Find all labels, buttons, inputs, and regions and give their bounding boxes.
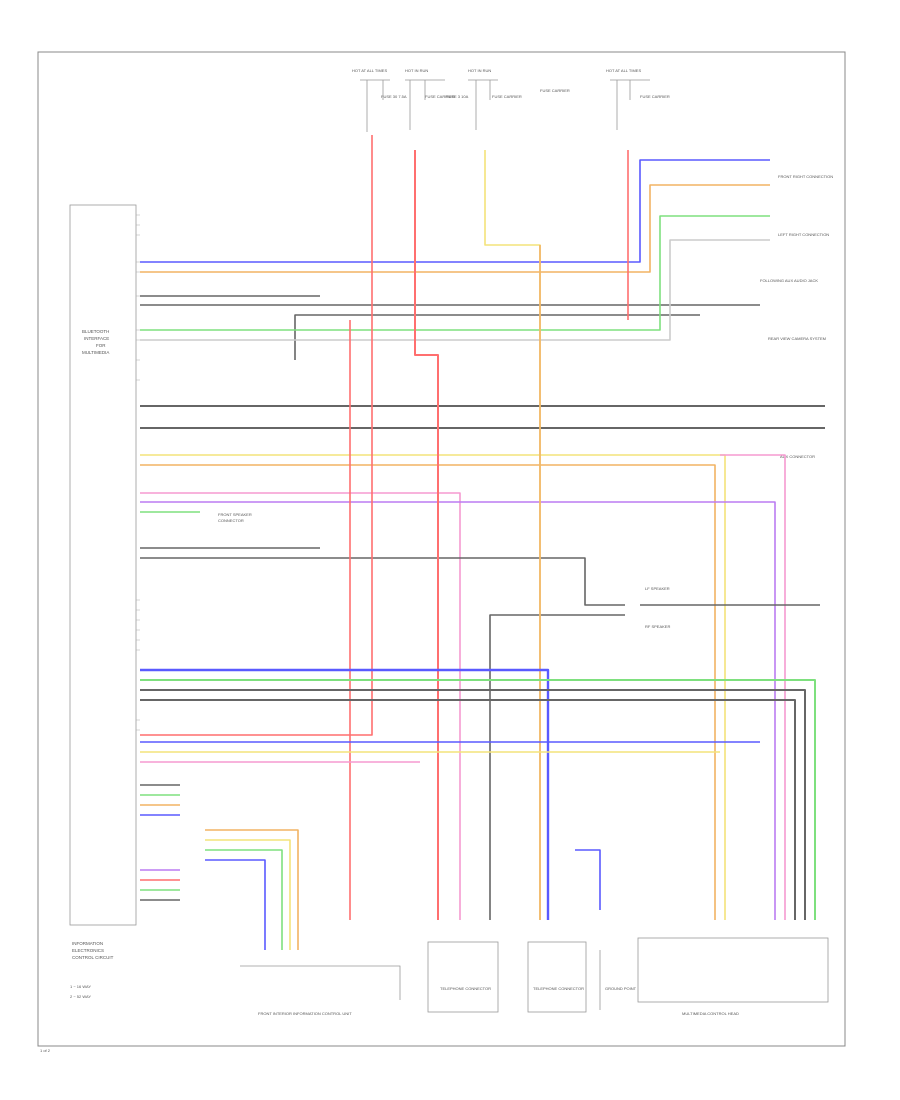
fuse-note-6: FUSE CARRIER	[640, 94, 670, 99]
bottom-label-4: GROUND POINT	[605, 986, 637, 991]
pin-ticks-upper	[136, 214, 140, 381]
fuse-label-d: HOT AT ALL TIMES	[606, 68, 641, 73]
wire-orange-mid	[140, 464, 716, 920]
mid-note-1: FRONT SPEAKER	[218, 512, 252, 517]
pin-ticks	[136, 214, 140, 731]
legend-1: 1 ~ 16 WAY	[70, 984, 91, 989]
left-block-text-1: BLUETOOTH	[82, 329, 109, 334]
left-bottom-text-1: INFORMATION	[72, 941, 103, 946]
fuse-note-3: FUSE 3 10A	[446, 94, 469, 99]
fuse-boxes	[360, 79, 650, 132]
wire-blue-top	[140, 159, 770, 263]
right-note-2: LEFT RIGHT CONNECTION	[778, 232, 829, 237]
front-interior-control-unit	[240, 965, 401, 1000]
wire-gray-bottom-2	[140, 699, 796, 920]
fuse-box-c	[468, 79, 498, 130]
wire-yellow-long	[484, 150, 541, 920]
pin-ticks-lower	[136, 599, 140, 731]
left-block-text-3: FOR	[96, 343, 106, 348]
diagram-frame	[37, 51, 846, 1047]
fuse-label-c: HOT IN RUN	[468, 68, 491, 73]
right-note-3: FOLLOWING AUX AUDIO JACK	[760, 278, 818, 283]
wire-gray-5	[140, 557, 625, 606]
fuse-note-2: FUSE CARRIER	[425, 94, 455, 99]
right-note-1: FRONT RIGHT CONNECTION	[778, 174, 833, 179]
multimedia-control-head	[637, 937, 829, 1003]
bottom-components	[240, 937, 829, 1013]
fuse-note-4: FUSE CARRIER	[492, 94, 522, 99]
fuse-box-d	[610, 79, 650, 130]
wire-bundle-green	[205, 849, 283, 950]
wire-green-bottom	[140, 679, 816, 920]
wire-green-1	[140, 215, 770, 331]
wire-white-1	[140, 239, 770, 341]
bottom-label-5: MULTIMEDIA CONTROL HEAD	[682, 1011, 739, 1016]
telephone-connector-a	[427, 941, 499, 1013]
wires	[140, 135, 825, 950]
wire-orange-top	[140, 184, 770, 273]
fuse-label-b: HOT IN RUN	[405, 68, 428, 73]
left-block-text-2: INTERFACE	[84, 336, 109, 341]
telephone-connector-b	[527, 941, 587, 1013]
left-block-text-4: MULTIMEDIA	[82, 350, 109, 355]
wire-pink-1	[140, 492, 461, 920]
wire-blue-telephone	[575, 849, 601, 910]
fuse-box-b	[405, 79, 445, 130]
bottom-label-2: TELEPHONE CONNECTOR	[440, 986, 491, 991]
fuse-labels: HOT AT ALL TIMES HOT IN RUN HOT IN RUN H…	[352, 68, 670, 99]
bottom-label-3: TELEPHONE CONNECTOR	[533, 986, 584, 991]
fuse-box-a	[360, 79, 390, 132]
left-bottom-text-3: CONTROL CIRCUIT	[72, 955, 114, 960]
legend-2: 2 ~ 52 WAY	[70, 994, 91, 999]
wire-gray-6	[489, 614, 625, 920]
wire-red-2	[414, 150, 439, 920]
fuse-note-5: FUSE CARRIER	[540, 88, 570, 93]
wire-bundle-yellow	[205, 839, 291, 950]
lr-note-2: RF SPEAKER	[645, 624, 670, 629]
fuse-note-1: FUSE 30 7.5A	[381, 94, 407, 99]
fuse-label-a: HOT AT ALL TIMES	[352, 68, 387, 73]
right-note-4: REAR VIEW CAMERA SYSTEM	[768, 336, 826, 341]
left-bottom-text-2: ELECTRONICS	[72, 948, 104, 953]
wire-blue-bottom	[140, 668, 550, 920]
wire-gray-bottom-1	[140, 689, 806, 920]
wire-red-1	[140, 135, 373, 736]
mid-note-2: CONNECTOR	[218, 518, 244, 523]
wire-bundle-orange	[205, 829, 299, 950]
right-note-5: AUX CONNECTOR	[780, 454, 815, 459]
page-id: 1 of 2	[40, 1048, 51, 1053]
lr-note-1: LF SPEAKER	[645, 586, 670, 591]
wire-bundle-blue	[205, 859, 266, 950]
bottom-label-1: FRONT INTERIOR INFORMATION CONTROL UNIT	[258, 1011, 352, 1016]
bluetooth-interface-module	[69, 204, 137, 926]
wire-violet-1	[140, 501, 776, 920]
wire-gray-3	[294, 314, 700, 360]
wire-pink-2	[720, 454, 786, 920]
